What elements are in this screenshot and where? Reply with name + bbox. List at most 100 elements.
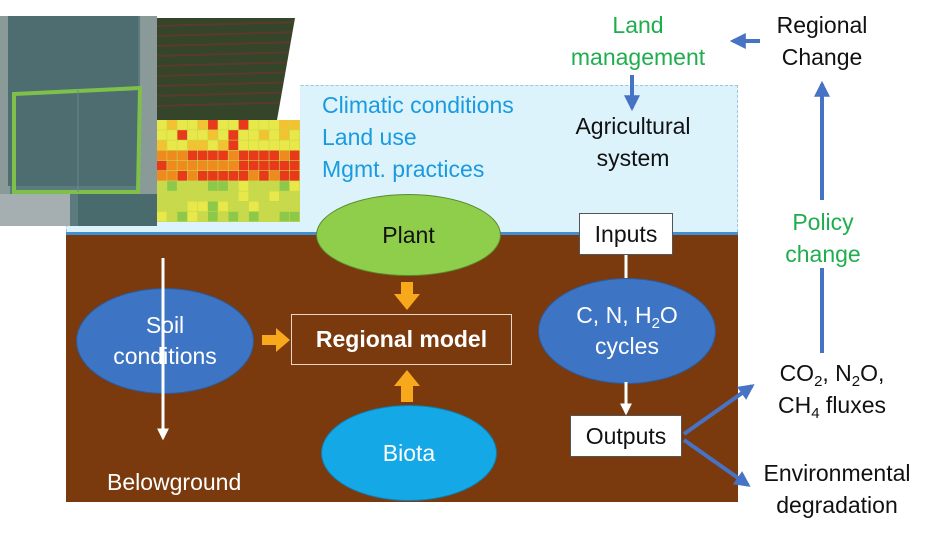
heatmap-cell xyxy=(197,171,208,181)
plant-ellipse: Plant xyxy=(316,194,501,276)
heatmap-cell xyxy=(228,140,239,150)
heatmap-cell xyxy=(238,191,249,201)
heatmap-cell xyxy=(259,171,269,181)
heatmap-cell xyxy=(218,160,228,171)
heatmap-cell xyxy=(279,130,290,140)
satellite-crop-image xyxy=(157,18,300,120)
heatmap-cell xyxy=(228,130,239,140)
drivers-list: Climatic conditions Land use Mgmt. pract… xyxy=(322,89,562,185)
heatmap-cell xyxy=(279,150,290,161)
heatmap-cell xyxy=(289,130,300,140)
heatmap-cell xyxy=(269,211,279,222)
heatmap-cell xyxy=(248,191,259,201)
heatmap-cell xyxy=(167,150,177,161)
heatmap-cell xyxy=(289,171,300,181)
heatmap-cell xyxy=(187,171,198,181)
heatmap-cell xyxy=(177,171,188,181)
heatmap-cell xyxy=(269,140,279,150)
heatmap-cell xyxy=(289,211,300,222)
heatmap-cell xyxy=(208,140,218,150)
heatmap-cell xyxy=(248,160,259,171)
heatmap-cell xyxy=(269,130,279,140)
heatmap-cell xyxy=(228,160,239,171)
heatmap-cell xyxy=(269,160,279,171)
belowground-label: Belowground xyxy=(107,469,242,495)
heatmap-cell xyxy=(269,201,279,212)
heatmap-cell xyxy=(228,171,239,181)
heatmap-cell xyxy=(197,201,208,212)
outputs-box: Outputs xyxy=(570,415,682,457)
heatmap-cell xyxy=(228,201,239,212)
policy-change-label: Policy change xyxy=(785,209,861,267)
heatmap-cell xyxy=(238,181,249,191)
heatmap-cell xyxy=(218,171,228,181)
heatmap-cell xyxy=(197,211,208,222)
arrow-outputs-to-fluxes xyxy=(682,384,755,436)
heatmap-cell xyxy=(167,211,177,222)
heatmap-cell xyxy=(269,171,279,181)
soil-conditions-ellipse: Soil conditions xyxy=(76,288,254,394)
heatmap-cell xyxy=(259,140,269,150)
heatmap-cell xyxy=(177,181,188,191)
heatmap-cell xyxy=(269,120,279,130)
heatmap-cell xyxy=(289,150,300,161)
environmental-degradation-label: Environmental degradation xyxy=(763,460,911,518)
heatmap-cell xyxy=(167,140,177,150)
heatmap-cell xyxy=(248,130,259,140)
yield-heatmap xyxy=(157,120,300,222)
heatmap-cell xyxy=(269,181,279,191)
heatmap-cell xyxy=(238,120,249,130)
land-management-label: Land management xyxy=(570,12,706,70)
heatmap-cell xyxy=(157,201,167,212)
heatmap-cell xyxy=(238,171,249,181)
heatmap-cell xyxy=(279,160,290,171)
heatmap-cell xyxy=(248,181,259,191)
driver-mgmt-practices: Mgmt. practices xyxy=(322,156,485,182)
heatmap-cell xyxy=(177,150,188,161)
heatmap-cell xyxy=(157,150,167,161)
heatmap-cell xyxy=(187,120,198,130)
heatmap-cell xyxy=(218,191,228,201)
regional-model-box: Regional model xyxy=(291,314,512,365)
heatmap-cell xyxy=(197,191,208,201)
heatmap-cell xyxy=(238,130,249,140)
heatmap-cell xyxy=(259,181,269,191)
heatmap-cell xyxy=(187,130,198,140)
heatmap-cell xyxy=(289,181,300,191)
biota-ellipse: Biota xyxy=(321,405,497,501)
heatmap-cell xyxy=(259,201,269,212)
heatmap-cell xyxy=(238,150,249,161)
heatmap-cell xyxy=(208,181,218,191)
heatmap-cell xyxy=(157,160,167,171)
heatmap-cell xyxy=(197,140,208,150)
heatmap-cell xyxy=(218,150,228,161)
heatmap-cell xyxy=(157,181,167,191)
driver-climatic-conditions: Climatic conditions xyxy=(322,92,514,118)
heatmap-cell xyxy=(218,201,228,212)
heatmap-cell xyxy=(238,140,249,150)
heatmap-cell xyxy=(167,130,177,140)
heatmap-cell xyxy=(248,120,259,130)
fluxes-label: CO2, N2O, CH4 fluxes xyxy=(777,360,887,422)
aerial-field-photo xyxy=(0,16,157,226)
heatmap-cell xyxy=(157,191,167,201)
heatmap-cell xyxy=(208,191,218,201)
heatmap-cell xyxy=(197,120,208,130)
heatmap-cell xyxy=(177,140,188,150)
heatmap-cell xyxy=(177,191,188,201)
inputs-box: Inputs xyxy=(579,213,673,255)
heatmap-cell xyxy=(259,130,269,140)
heatmap-cell xyxy=(177,120,188,130)
regional-change-label: Regional Change xyxy=(776,12,868,70)
heatmap-cell xyxy=(248,171,259,181)
heatmap-cell xyxy=(259,120,269,130)
arrow-plant-to-model xyxy=(394,282,420,310)
heatmap-cell xyxy=(197,150,208,161)
heatmap-cell xyxy=(259,160,269,171)
heatmap-cell xyxy=(218,140,228,150)
heatmap-cell xyxy=(187,160,198,171)
heatmap-cell xyxy=(269,191,279,201)
heatmap-cell xyxy=(238,211,249,222)
heatmap-cell xyxy=(218,120,228,130)
